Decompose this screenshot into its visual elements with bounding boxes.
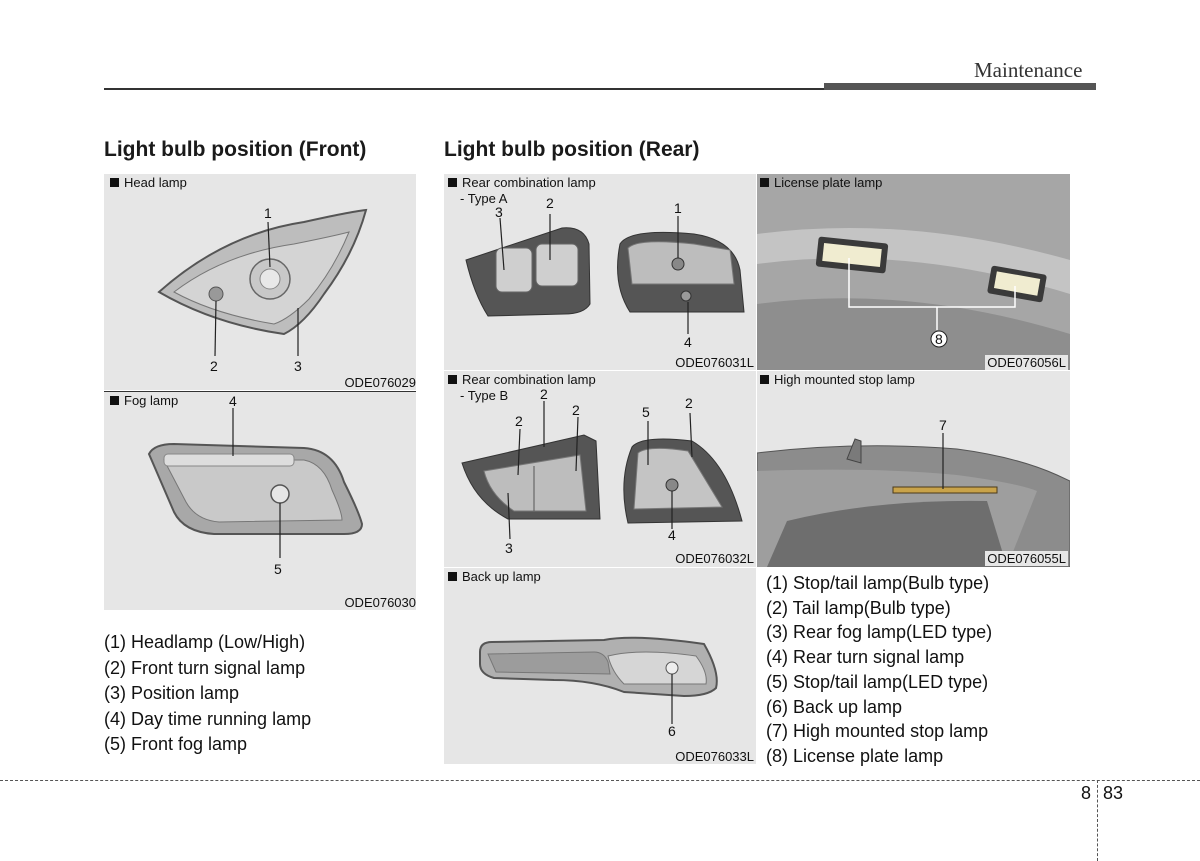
combo-a-label: Rear combination lamp — [448, 175, 596, 190]
license-label: License plate lamp — [760, 175, 882, 190]
callout-3: 3 — [505, 540, 513, 556]
callout-2: 2 — [515, 413, 523, 429]
front-legend-item: (4) Day time running lamp — [104, 708, 312, 729]
rear-legend-item: (6) Back up lamp — [766, 696, 903, 717]
high-stop-code: ODE076055L — [985, 551, 1068, 566]
head-lamp-label: Head lamp — [110, 175, 187, 190]
front-legend-item: (2) Front turn signal lamp — [104, 657, 306, 678]
footer-rule — [0, 780, 1200, 781]
front-legend: (1) Headlamp (Low/High) (2) Front turn s… — [104, 630, 311, 758]
chapter-number: 8 — [1081, 783, 1092, 803]
combo-a-sublabel: - Type A — [460, 191, 508, 206]
rear-legend-item: (2) Tail lamp(Bulb type) — [766, 597, 951, 618]
callout-1: 1 — [264, 205, 272, 221]
combo-b-panel: Rear combination lamp - Type B 2 2 2 5 2… — [444, 371, 756, 567]
panel-divider — [104, 391, 416, 392]
backup-panel: Back up lamp 6 ODE076033L — [444, 568, 756, 764]
callout-2: 2 — [210, 358, 218, 374]
callout-2: 2 — [685, 395, 693, 411]
section-title: Maintenance — [974, 58, 1083, 82]
backup-illustration — [479, 636, 718, 724]
backup-label: Back up lamp — [448, 569, 541, 584]
rear-legend-item: (3) Rear fog lamp(LED type) — [766, 622, 993, 643]
fog-lamp-panel: Fog lamp 4 5 ODE076030 — [104, 392, 416, 610]
front-heading: Light bulb position (Front) — [104, 138, 367, 161]
head-lamp-illustration — [157, 208, 368, 357]
callout-2: 2 — [572, 402, 580, 418]
front-legend-item: (3) Position lamp — [104, 683, 240, 703]
license-illustration — [757, 174, 1070, 370]
high-stop-label: High mounted stop lamp — [760, 372, 915, 387]
callout-2: 2 — [546, 195, 554, 211]
header-rule — [104, 88, 1096, 90]
high-stop-illustration — [757, 371, 1070, 567]
callout-2: 2 — [540, 386, 548, 402]
rear-legend-item: (7) High mounted stop lamp — [766, 721, 989, 742]
callout-3: 3 — [294, 358, 302, 374]
high-stop-panel: High mounted stop lamp 7 ODE076055L — [757, 371, 1070, 567]
head-lamp-code: ODE076029 — [344, 375, 416, 390]
front-legend-item: (1) Headlamp (Low/High) — [104, 632, 306, 652]
license-panel: License plate lamp 8 ODE076056L — [757, 174, 1070, 370]
rear-legend-item: (1) Stop/tail lamp(Bulb type) — [766, 573, 990, 593]
fog-lamp-code: ODE076030 — [344, 595, 416, 610]
front-legend-item: (5) Front fog lamp — [104, 734, 248, 754]
fog-lamp-label: Fog lamp — [110, 393, 178, 408]
combo-a-panel: Rear combination lamp - Type A 3 2 1 4 O… — [444, 174, 756, 370]
license-code: ODE076056L — [985, 355, 1068, 370]
combo-a-illustration — [465, 214, 745, 334]
combo-b-sublabel: - Type B — [460, 388, 509, 403]
rear-legend-item: (4) Rear turn signal lamp — [766, 647, 965, 668]
page-number: 83 — [1103, 783, 1124, 803]
callout-1: 1 — [674, 200, 682, 216]
rear-legend-item: (8) License plate lamp — [766, 745, 944, 766]
rear-legend-item: (5) Stop/tail lamp(LED type) — [766, 671, 989, 692]
head-lamp-panel: Head lamp 1 2 3 ODE076029 — [104, 174, 416, 390]
combo-b-illustration — [461, 401, 743, 540]
callout-5: 5 — [274, 561, 282, 577]
fog-lamp-illustration — [147, 408, 364, 558]
callout-4: 4 — [684, 334, 692, 350]
backup-code: ODE076033L — [675, 749, 754, 764]
callout-6: 6 — [668, 723, 676, 739]
footer-divider — [1097, 780, 1098, 861]
callout-5: 5 — [642, 404, 650, 420]
callout-4: 4 — [668, 527, 676, 543]
callout-4: 4 — [229, 393, 237, 409]
combo-a-code: ODE076031L — [675, 355, 754, 370]
callout-7: 7 — [939, 417, 947, 433]
combo-b-label: Rear combination lamp — [448, 372, 596, 387]
rear-heading: Light bulb position (Rear) — [444, 138, 700, 161]
combo-b-code: ODE076032L — [675, 551, 754, 566]
callout-3: 3 — [495, 204, 503, 220]
callout-8: 8 — [935, 331, 943, 347]
header-bar — [824, 83, 1096, 90]
rear-legend: (1) Stop/tail lamp(Bulb type) (2) Tail l… — [766, 571, 992, 769]
